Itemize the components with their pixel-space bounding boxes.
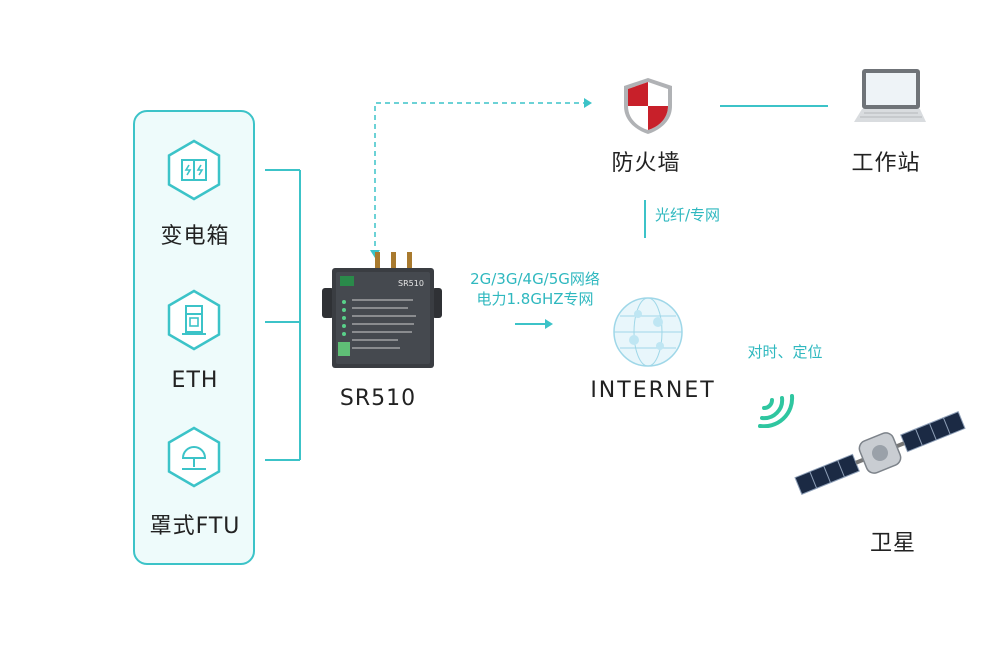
ethernet-device-icon [167, 289, 221, 351]
svg-text:SR510: SR510 [398, 279, 424, 288]
network-label-line1: 2G/3G/4G/5G网络 [470, 270, 600, 288]
network-label-line2: 电力1.8GHZ专网 [476, 290, 594, 308]
device-label-eth: ETH [171, 368, 219, 393]
cabinet-icon [167, 139, 221, 201]
globe-icon [613, 297, 683, 367]
router-label: SR510 [339, 386, 417, 411]
ftu-icon [167, 426, 221, 488]
fiber-label: 光纤/专网 [655, 206, 721, 224]
device-label-ftu: 罩式FTU [149, 514, 241, 539]
laptop-icon [854, 69, 926, 122]
satellite-icon [794, 411, 966, 495]
wireless-signal-icon [758, 394, 795, 428]
workstation-label: 工作站 [851, 151, 921, 176]
timing-label: 对时、定位 [747, 343, 823, 361]
device-label-cabinet: 变电箱 [160, 224, 230, 249]
firewall-label: 防火墙 [611, 151, 681, 176]
internet-label: INTERNET [590, 378, 716, 403]
router-icon: SR510 [322, 252, 442, 368]
firewall-shield-icon [624, 78, 672, 134]
satellite-label: 卫星 [869, 531, 916, 556]
